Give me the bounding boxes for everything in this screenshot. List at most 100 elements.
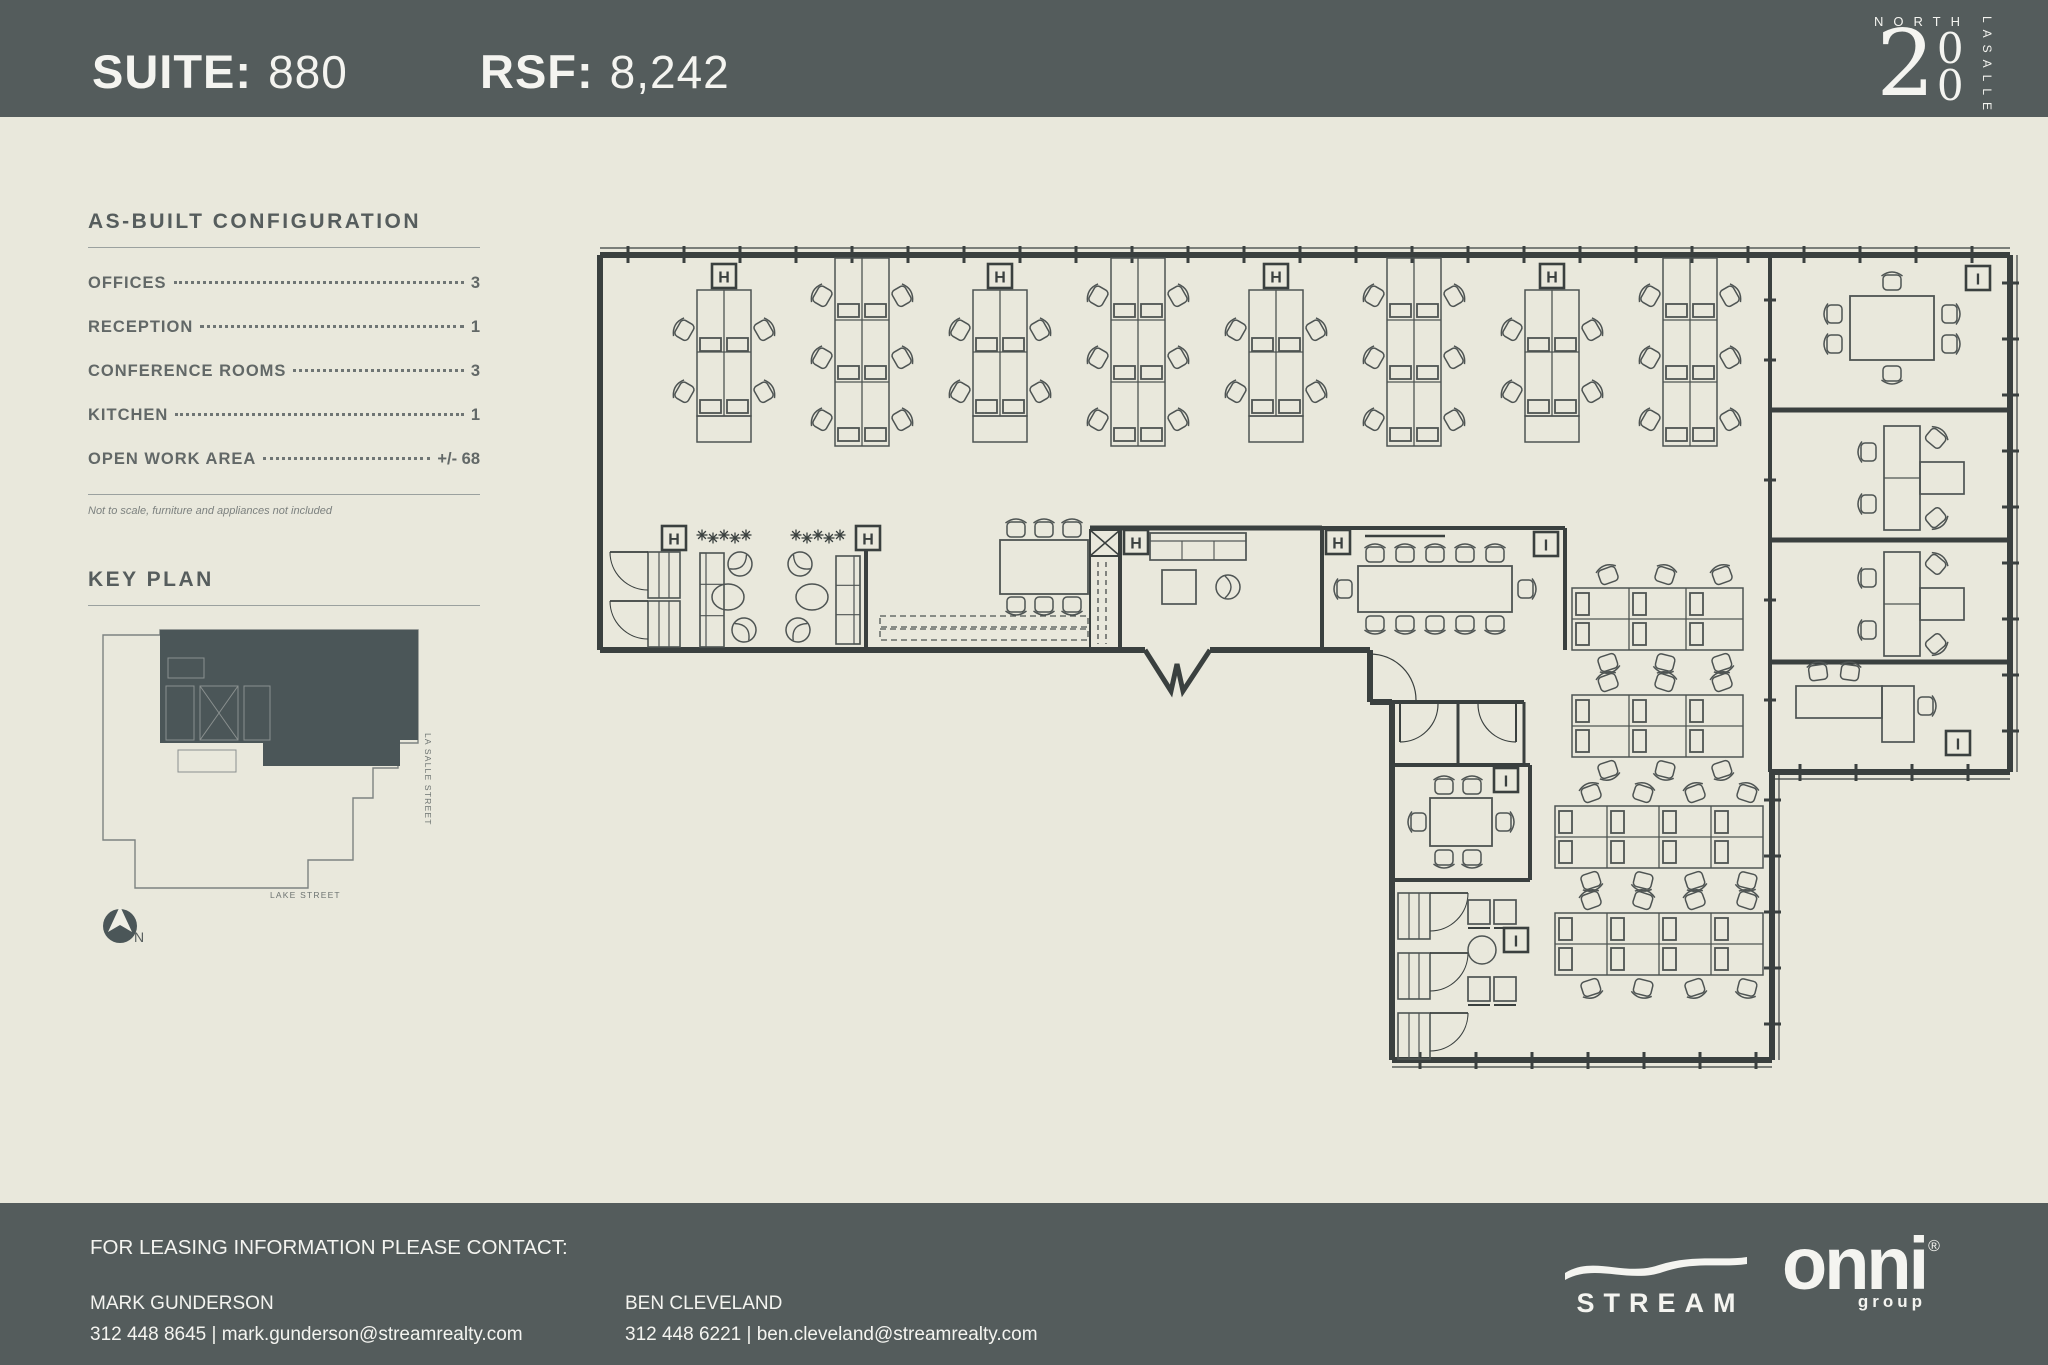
- chair-icon: [1719, 345, 1742, 370]
- keyplan-suite-highlight: [160, 630, 418, 766]
- logo-digit-2: 2: [1876, 10, 1935, 117]
- config-item: OPEN WORK AREA +/- 68: [88, 450, 480, 469]
- chair-icon: [1461, 849, 1483, 869]
- rsf-value: 8,242: [609, 46, 730, 98]
- chair-icon: [948, 379, 971, 404]
- chair-icon: [1638, 283, 1661, 308]
- onni-wordmark: onni: [1782, 1222, 1929, 1305]
- chair-icon: [1580, 977, 1604, 999]
- chair-icon: [1061, 596, 1083, 616]
- chair-icon: [672, 379, 695, 404]
- svg-text:H: H: [1130, 536, 1142, 553]
- config-item-label: RECEPTION: [88, 318, 194, 336]
- chair-icon: [1086, 345, 1109, 370]
- chair-icon: [1364, 543, 1386, 563]
- chair-icon: [1630, 871, 1654, 892]
- chair-icon: [810, 283, 833, 308]
- chair-icon: [1005, 596, 1027, 616]
- chair-icon: [1029, 379, 1052, 404]
- chair-icon: [1333, 578, 1353, 600]
- divider: [88, 494, 480, 495]
- chair-icon: [672, 317, 695, 342]
- keyplan-section: KEY PLAN LA SALLE STREET LAKE STREET: [88, 568, 480, 1015]
- contact-phone: 312 448 8645: [90, 1324, 207, 1345]
- contact-email: mark.gunderson@streamrealty.com: [221, 1324, 523, 1345]
- logo-lasalle-word: LASALLE: [1980, 16, 1994, 118]
- chair-icon: [1443, 407, 1466, 432]
- keyplan-core: [165, 657, 271, 773]
- chair-icon: [1484, 543, 1506, 563]
- chair-icon: [1305, 317, 1328, 342]
- chair-icon: [948, 317, 971, 342]
- chair-icon: [1632, 782, 1656, 804]
- config-item-label: CONFERENCE ROOMS: [88, 362, 287, 380]
- svg-text:H: H: [718, 270, 730, 287]
- chair-icon: [1924, 506, 1949, 531]
- contact-card: BEN CLEVELAND 312 448 6221 | ben.clevela…: [625, 1293, 1038, 1346]
- dotted-leader: [173, 281, 464, 284]
- chair-icon: [1632, 889, 1656, 911]
- street-label-lasalle: LA SALLE STREET: [423, 733, 433, 826]
- contact-name: MARK GUNDERSON: [90, 1293, 274, 1314]
- chair-icon: [1941, 333, 1961, 355]
- lounge-chair-icon: [785, 617, 811, 643]
- chair-icon: [1682, 888, 1706, 911]
- chair-icon: [1924, 425, 1949, 450]
- chair-icon: [1682, 781, 1706, 804]
- contact-email: ben.cleveland@streamrealty.com: [756, 1324, 1038, 1345]
- chair-icon: [1005, 518, 1027, 538]
- chair-icon: [1734, 978, 1758, 999]
- chair-icon: [1461, 775, 1483, 795]
- config-item-value: +/- 68: [437, 450, 480, 468]
- chair-icon: [1424, 543, 1446, 563]
- chair-icon: [1167, 283, 1190, 308]
- chair-icon: [1881, 365, 1903, 385]
- chair-icon: [1736, 782, 1760, 804]
- chair-icon: [1581, 317, 1604, 342]
- building-logo: NORTH 2 0 0 LASALLE: [1870, 14, 1994, 117]
- dotted-leader: [175, 413, 464, 416]
- chair-icon: [753, 317, 776, 342]
- chair-icon: [1364, 615, 1386, 635]
- lounge-chair-icon: [727, 551, 753, 577]
- chair-icon: [1454, 543, 1476, 563]
- chair-icon: [1086, 283, 1109, 308]
- chair-icon: [891, 283, 914, 308]
- chair-icon: [1857, 441, 1877, 463]
- chair-icon: [1652, 760, 1676, 781]
- chair-icon: [1517, 578, 1537, 600]
- chair-icon: [753, 379, 776, 404]
- chair-icon: [1595, 563, 1619, 586]
- lounge-chair-icon: [731, 617, 757, 643]
- chair-icon: [1684, 977, 1708, 999]
- keyplan-map: LA SALLE STREET LAKE STREET N: [102, 629, 433, 945]
- dotted-leader: [293, 369, 464, 372]
- config-item-label: KITCHEN: [88, 406, 169, 424]
- chair-icon: [1719, 283, 1742, 308]
- chair-icon: [1224, 317, 1247, 342]
- asbuilt-note: Not to scale, furniture and appliances n…: [88, 505, 332, 517]
- lounge-chair-icon: [787, 551, 813, 577]
- chair-icon: [1881, 271, 1903, 291]
- chair-icon: [1305, 379, 1328, 404]
- logo-zero-top: 0: [1936, 24, 1964, 73]
- onni-logo: onni® group: [1782, 1227, 1940, 1312]
- street-label-lake: LAKE STREET: [270, 890, 341, 900]
- chair-icon: [1362, 283, 1385, 308]
- chair-icon: [1029, 317, 1052, 342]
- chair-icon: [1654, 564, 1678, 586]
- contact-card: MARK GUNDERSON 312 448 8645 | mark.gunde…: [90, 1293, 523, 1346]
- chair-icon: [1362, 407, 1385, 432]
- config-item-label: OPEN WORK AREA: [88, 450, 257, 468]
- chair-icon: [1167, 345, 1190, 370]
- logo-zero-bottom: 0: [1936, 60, 1964, 110]
- chair-icon: [1806, 661, 1829, 682]
- chair-icon: [1917, 695, 1937, 717]
- chair-icon: [1734, 871, 1758, 892]
- chair-icon: [1736, 889, 1760, 911]
- chair-icon: [1484, 615, 1506, 635]
- divider: [88, 605, 480, 606]
